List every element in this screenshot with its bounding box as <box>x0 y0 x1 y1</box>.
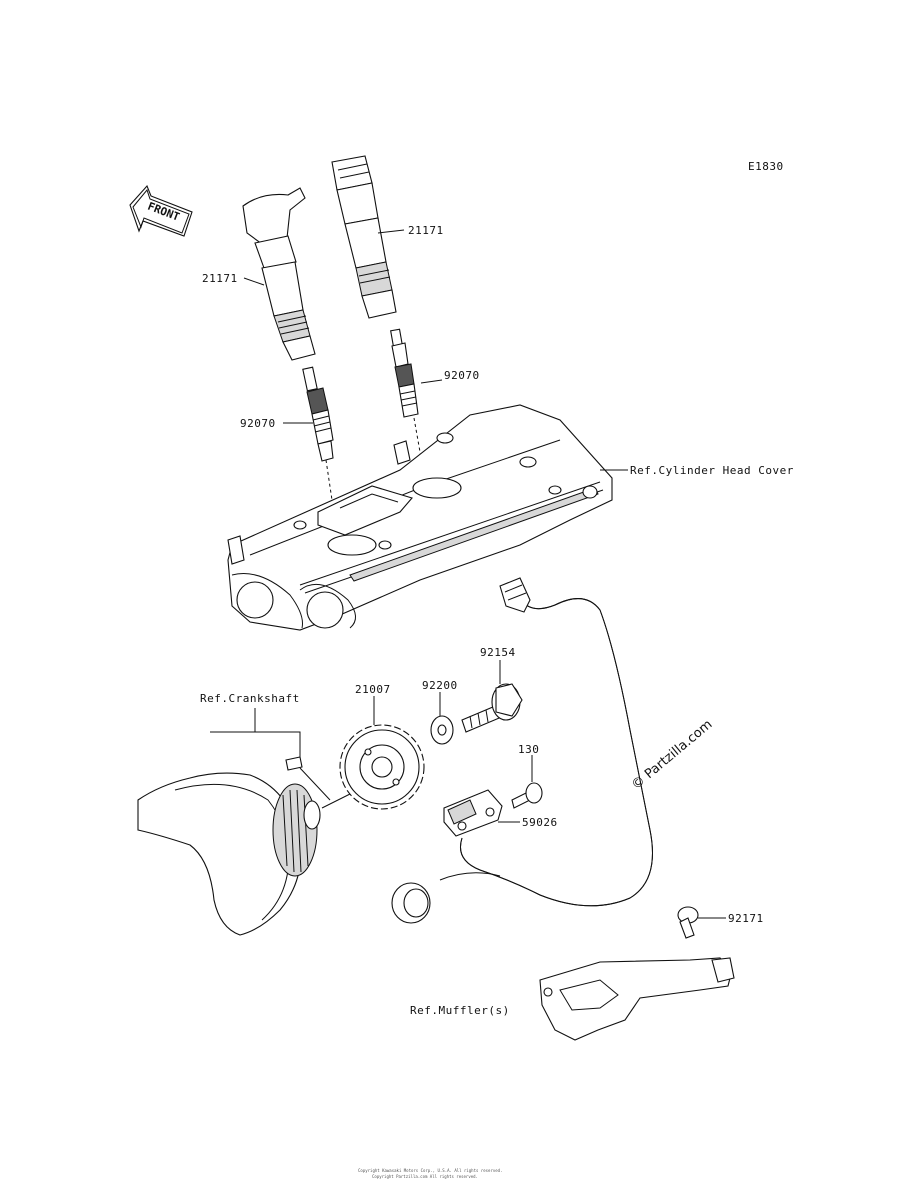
label-muffler-ref: Ref.Muffler(s) <box>410 1004 510 1017</box>
footer-line-2: Copyright Partzilla.com All rights reser… <box>372 1174 478 1179</box>
clamp-bolt[interactable] <box>677 906 699 939</box>
label-head-cover-ref: Ref.Cylinder Head Cover <box>630 464 794 477</box>
label-clamp-bolt: 92171 <box>728 912 764 925</box>
rotor-bolt[interactable] <box>461 683 523 733</box>
leader-crankshaft <box>210 708 301 758</box>
muffler-bracket <box>539 957 735 1041</box>
label-pickup-coil: 59026 <box>522 816 558 829</box>
crankshaft-key <box>285 756 303 771</box>
label-coil-right: 21171 <box>408 224 444 237</box>
label-plug-left: 92070 <box>240 417 276 430</box>
sensor-bolt[interactable] <box>511 782 543 809</box>
watermark: © Partzilla.com <box>629 717 715 793</box>
spark-plug-left[interactable] <box>302 366 334 462</box>
diagram-code: E1830 <box>748 160 784 173</box>
sensor-harness <box>391 577 653 924</box>
timing-rotor[interactable] <box>339 724 425 810</box>
label-crankshaft-ref: Ref.Crankshaft <box>200 692 300 705</box>
ignition-coil-left[interactable] <box>242 187 316 361</box>
cylinder-head-cover <box>227 404 613 631</box>
spark-plug-right[interactable] <box>390 328 419 418</box>
leader-coil-left <box>243 277 265 286</box>
label-rotor: 21007 <box>355 683 391 696</box>
label-rotor-bolt: 92154 <box>480 646 516 659</box>
label-plug-right: 92070 <box>444 369 480 382</box>
ignition-coil-right[interactable] <box>331 155 397 319</box>
leader-coil-right <box>377 229 405 234</box>
front-arrow-icon: FRONT <box>129 184 193 237</box>
label-coil-left: 21171 <box>202 272 238 285</box>
crankshaft <box>137 772 321 936</box>
label-sensor-bolt: 130 <box>518 743 539 756</box>
label-washer: 92200 <box>422 679 458 692</box>
washer[interactable] <box>430 715 454 745</box>
footer-line-1: Copyright Kawasaki Motors Corp., U.S.A. … <box>358 1168 503 1173</box>
leader-plug-right <box>420 379 443 384</box>
crankshaft-sensor[interactable] <box>443 789 503 837</box>
